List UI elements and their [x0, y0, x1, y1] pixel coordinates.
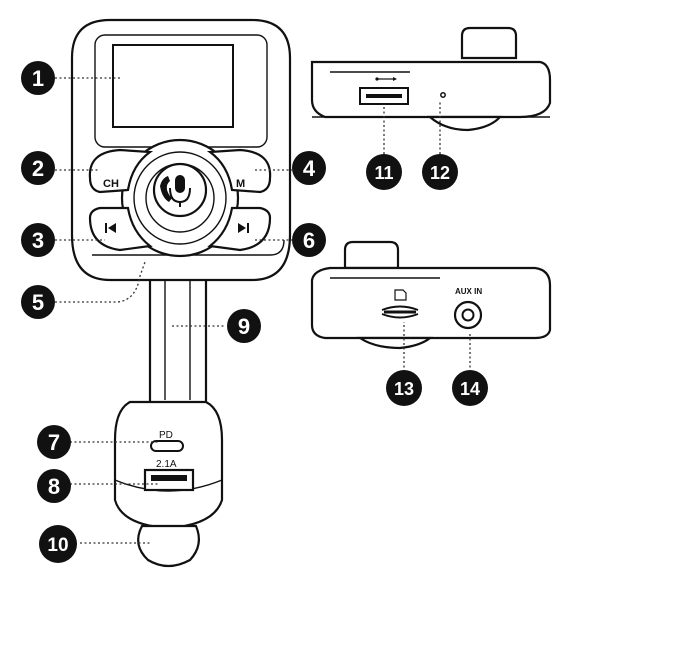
callout-8: 8 — [37, 469, 71, 503]
callout-4: 4 — [292, 151, 326, 185]
callout-10: 10 — [39, 525, 77, 563]
ch-button-label: CH — [103, 178, 119, 190]
top-knob — [460, 26, 518, 60]
bottom-knob — [343, 240, 400, 270]
svg-text:1: 1 — [32, 66, 44, 91]
bottom-view: AUX IN — [310, 240, 552, 350]
svg-text:6: 6 — [303, 228, 315, 253]
display-screen — [112, 44, 234, 128]
callout-11: 11 — [366, 154, 402, 190]
callout-2: 2 — [21, 151, 55, 185]
m-button[interactable] — [206, 148, 272, 194]
callout-6: 6 — [292, 223, 326, 257]
mic-hole — [440, 92, 446, 98]
bottom-body — [310, 266, 552, 340]
svg-text:2: 2 — [32, 156, 44, 181]
plug-body — [137, 524, 201, 568]
callout-7: 7 — [37, 425, 71, 459]
gooseneck — [148, 270, 208, 407]
pd-port[interactable] — [150, 440, 184, 452]
callout-3: 3 — [21, 223, 55, 257]
ch-button[interactable] — [88, 148, 154, 194]
callout-14: 14 — [452, 370, 488, 406]
leader-lines — [55, 77, 471, 544]
svg-text:14: 14 — [460, 379, 480, 399]
callout-12: 12 — [422, 154, 458, 190]
usb-port-label: 2.1A — [156, 459, 177, 470]
aux-label: AUX IN — [455, 287, 482, 296]
svg-text:8: 8 — [48, 474, 60, 499]
svg-text:11: 11 — [374, 163, 393, 183]
m-button-label: M — [236, 178, 245, 190]
mic-icon — [169, 175, 191, 207]
main-device: CH M PD 2.1A — [70, 18, 292, 568]
top-view — [310, 26, 552, 132]
phone-icon — [160, 176, 172, 202]
prev-icon — [105, 223, 116, 233]
svg-text:7: 7 — [48, 430, 60, 455]
svg-text:9: 9 — [238, 314, 250, 339]
callout-13: 13 — [386, 370, 422, 406]
callout-9: 9 — [227, 309, 261, 343]
svg-text:13: 13 — [394, 379, 414, 399]
callout-1: 1 — [21, 61, 55, 95]
callout-5: 5 — [21, 285, 55, 319]
svg-text:12: 12 — [430, 163, 450, 183]
usb-symbol-icon — [375, 77, 397, 81]
next-icon — [238, 223, 249, 233]
svg-text:4: 4 — [303, 156, 316, 181]
top-body — [310, 60, 552, 119]
pd-port-label: PD — [159, 430, 173, 441]
svg-text:10: 10 — [47, 535, 68, 556]
svg-text:3: 3 — [32, 228, 44, 253]
svg-text:5: 5 — [32, 290, 44, 315]
tf-card-icon — [394, 289, 407, 301]
tf-card-slot[interactable] — [381, 305, 419, 319]
